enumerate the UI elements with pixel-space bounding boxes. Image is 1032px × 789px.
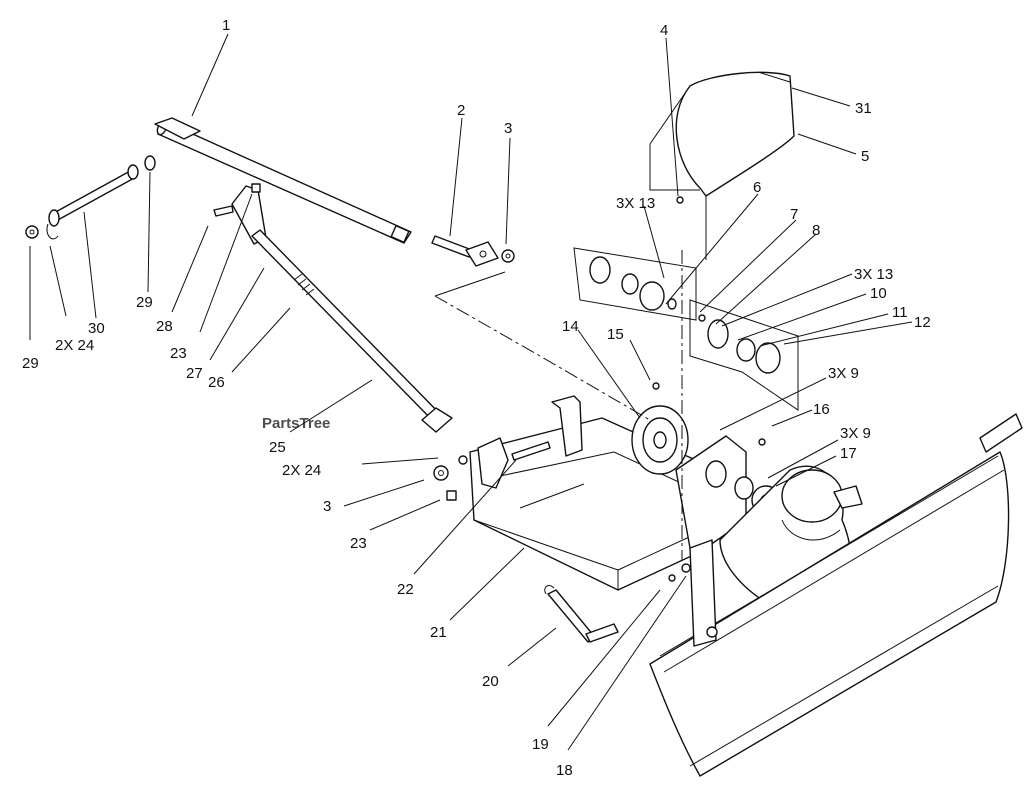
housing-cover: [649, 71, 795, 260]
callout-31: 31: [855, 100, 872, 117]
centerlines: [434, 250, 683, 560]
callout-19: 19: [532, 736, 549, 753]
drawing: [25, 33, 1023, 777]
callout-7: 7: [790, 206, 798, 223]
bearing-panel-upper: [573, 247, 697, 321]
callout-14: 14: [562, 318, 579, 335]
callout-3x13-top: 3X 13: [616, 195, 655, 212]
plow-blade: [649, 413, 1023, 777]
callout-2: 2: [457, 102, 465, 119]
callout-26: 26: [208, 374, 225, 391]
callout-5: 5: [861, 148, 869, 165]
callout-29-upper: 29: [136, 294, 153, 311]
callout-30: 30: [88, 320, 105, 337]
callout-27: 27: [186, 365, 203, 382]
callout-16: 16: [813, 401, 830, 418]
lift-rod: [251, 229, 453, 433]
callout-3x9-top: 3X 9: [828, 365, 859, 382]
callout-3-lower: 3: [323, 498, 331, 515]
callout-11: 11: [892, 304, 908, 321]
callout-6: 6: [753, 179, 761, 196]
callout-23-lower: 23: [350, 535, 367, 552]
washer: [501, 249, 515, 263]
callout-2x24-left: 2X 24: [55, 337, 94, 354]
callout-21: 21: [430, 624, 447, 641]
callout-18: 18: [556, 762, 573, 779]
callout-3-top: 3: [504, 120, 512, 137]
callout-29-left: 29: [22, 355, 39, 372]
pulley: [631, 405, 689, 475]
callout-labels: 1 2 3 4 31 5 3X 13 6 7 8 3X 13 10 11 12 …: [22, 17, 931, 779]
pivot-pin: [25, 155, 156, 240]
callout-12: 12: [914, 314, 931, 331]
leader-lines: [29, 33, 913, 751]
callout-10: 10: [870, 285, 887, 302]
bearing-panel-lower: [689, 299, 799, 411]
callout-23-upper: 23: [170, 345, 187, 362]
callout-22: 22: [397, 581, 414, 598]
callout-15: 15: [607, 326, 624, 343]
callout-20: 20: [482, 673, 499, 690]
watermark: PartsTree: [262, 415, 330, 432]
lift-tube: [154, 117, 412, 244]
callout-1: 1: [222, 17, 230, 34]
upright-bracket: [477, 395, 583, 489]
callout-28: 28: [156, 318, 173, 335]
callout-2x24-lower: 2X 24: [282, 462, 321, 479]
lift-bracket: [213, 183, 267, 245]
callout-8: 8: [812, 222, 820, 239]
rod-end: [431, 235, 499, 267]
callout-4: 4: [660, 22, 668, 39]
callout-3x13-right: 3X 13: [854, 266, 893, 283]
lever-handle: [544, 585, 619, 643]
callout-3x9-lower: 3X 9: [840, 425, 871, 442]
callout-17: 17: [840, 445, 857, 462]
callout-25: 25: [269, 439, 286, 456]
